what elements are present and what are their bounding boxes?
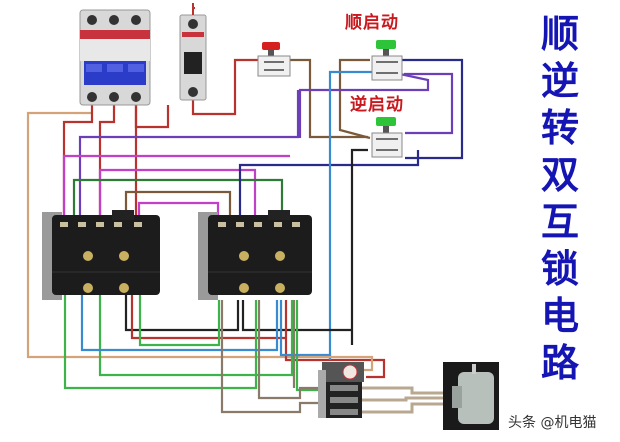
reverse-start-button[interactable] — [371, 117, 403, 158]
wire-red-1 — [62, 105, 94, 215]
wire-purple-fwd2 — [298, 72, 430, 138]
wire-green-3 — [98, 290, 294, 377]
wire-brown-2 — [124, 190, 232, 215]
wire-black-2 — [241, 300, 352, 332]
reverse-start-label: 逆启动 — [350, 95, 404, 115]
wire-motor-2 — [358, 396, 446, 402]
title-char: 转 — [540, 105, 579, 150]
wire-red-b2 — [284, 300, 386, 379]
wire-magenta-1 — [62, 154, 290, 215]
title-char: 顺 — [540, 11, 579, 56]
contactor-km2 — [198, 210, 312, 300]
wire-gray-1 — [220, 300, 322, 414]
wire-green-2 — [63, 290, 258, 390]
wire-purple-fwd — [404, 72, 454, 135]
wires — [26, 58, 464, 414]
motor — [443, 362, 499, 430]
wire-red-b1 — [130, 290, 286, 340]
thermal-relay — [318, 362, 364, 418]
title-char: 电 — [540, 293, 579, 338]
forward-start-button[interactable] — [371, 40, 403, 81]
wire-black-1 — [124, 290, 240, 332]
wire-red-ctrl — [191, 58, 258, 116]
title-char: 逆 — [540, 58, 579, 103]
wire-motor-3 — [358, 402, 446, 414]
wire-blue-1 — [80, 290, 279, 352]
control-breaker — [179, 3, 207, 101]
title-char: 双 — [540, 152, 579, 197]
stop-button[interactable] — [257, 42, 291, 77]
watermark: 头条 @机电猫 — [508, 415, 597, 431]
wire-black-rev — [350, 148, 368, 345]
wire-motor-1 — [358, 386, 446, 395]
title-char: 互 — [540, 199, 579, 244]
wire-gray-2 — [257, 300, 322, 400]
wire-brown-stop — [290, 58, 368, 139]
contactor-km1 — [42, 210, 160, 300]
wire-magenta-2 — [98, 168, 257, 215]
wire-tan-tr — [300, 355, 374, 372]
title-column: 顺 逆 转 双 互 锁 电 路 — [520, 10, 600, 386]
wire-red-3 — [134, 105, 170, 129]
wire-purple-1 — [78, 90, 300, 215]
wire-navy-fwd — [400, 58, 464, 160]
main-breaker — [79, 9, 151, 106]
wire-tan — [26, 111, 300, 359]
wire-magenta-3 — [137, 201, 220, 215]
wire-red-2 — [98, 105, 116, 215]
wire-blue-fwd — [328, 70, 372, 360]
wire-brown-fwd — [338, 58, 371, 140]
title-char: 锁 — [540, 246, 579, 291]
wire-green-4 — [295, 300, 322, 392]
forward-start-label: 顺启动 — [345, 13, 399, 33]
wire-dkgreen-1 — [72, 178, 284, 215]
wire-green-1 — [138, 290, 221, 347]
title-char: 路 — [540, 340, 579, 385]
wire-red-top — [192, 7, 195, 15]
